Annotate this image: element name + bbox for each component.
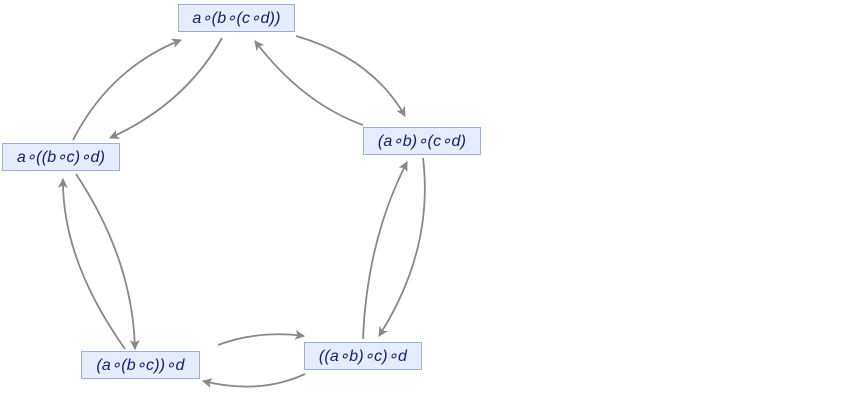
node-n5-label: a∘((b∘c)∘d): [16, 149, 106, 166]
node-n4-label: (a∘(b∘c))∘d: [96, 357, 185, 374]
node-n5: a∘((b∘c)∘d): [2, 143, 120, 171]
edge-n4-to-n3: [217, 329, 305, 346]
node-n3-label: ((a∘b)∘c)∘d: [318, 348, 408, 365]
node-n2: (a∘b)∘(c∘d): [363, 127, 481, 155]
edge-n1-to-n5: [109, 37, 223, 139]
node-n1-label: a∘(b∘(c∘d)): [192, 10, 281, 27]
edge-n3-to-n2: [362, 161, 408, 340]
node-n4: (a∘(b∘c))∘d: [81, 351, 200, 379]
edge-n2-to-n1: [254, 40, 364, 126]
edge-n5-to-n4: [75, 173, 140, 350]
node-n2-label: (a∘b)∘(c∘d): [377, 133, 467, 150]
edge-n1-to-n2: [295, 35, 406, 117]
edge-n5-to-n1: [72, 38, 182, 141]
node-n1: a∘(b∘(c∘d)): [178, 4, 295, 32]
edge-n4-to-n5: [57, 178, 126, 350]
edge-n3-to-n4: [202, 373, 306, 388]
node-n3: ((a∘b)∘c)∘d: [304, 342, 422, 370]
edge-n2-to-n3: [378, 157, 426, 337]
